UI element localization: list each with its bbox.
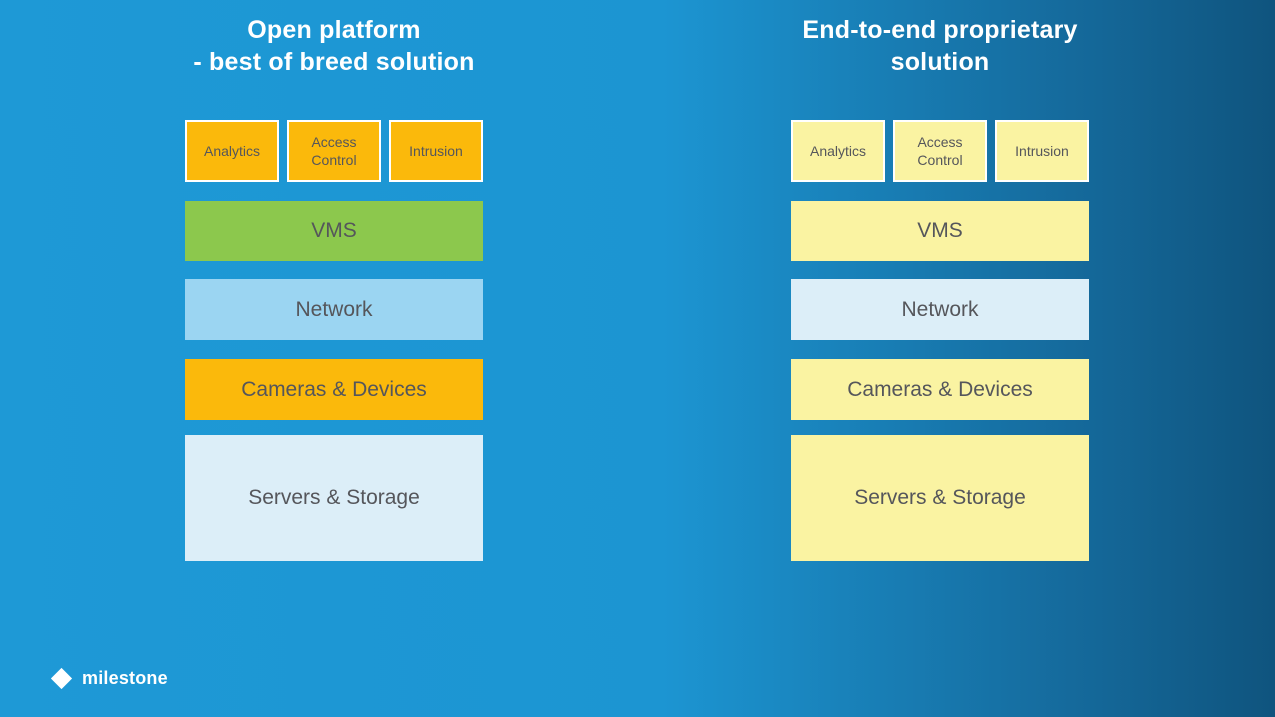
addon-label: Access Control — [311, 133, 357, 168]
milestone-wordmark: milestone — [82, 667, 168, 688]
layer-label: Servers & Storage — [248, 486, 420, 509]
layer-box-network: Network — [185, 279, 483, 340]
addon-label: Access Control — [917, 133, 963, 168]
layer-box-cameras-devices: Cameras & Devices — [185, 359, 483, 420]
layer-label: Cameras & Devices — [847, 377, 1033, 401]
layer-box-servers-storage: Servers & Storage — [185, 435, 483, 561]
addon-box-access-control: Access Control — [287, 120, 381, 182]
layer-box-cameras-devices: Cameras & Devices — [791, 359, 1089, 420]
layer-label: VMS — [917, 219, 963, 242]
addon-row: Analytics Access Control Intrusion — [185, 120, 483, 182]
addon-box-access-control: Access Control — [893, 120, 987, 182]
addon-label: Analytics — [809, 142, 867, 159]
milestone-logo: milestone — [50, 664, 168, 692]
layer-box-vms: VMS — [185, 201, 483, 261]
layer-box-vms: VMS — [791, 201, 1089, 261]
title-line-2: - best of breed solution — [193, 48, 475, 76]
layer-label: Network — [295, 297, 373, 321]
diamond-icon — [50, 667, 73, 689]
addon-label: Analytics — [203, 142, 261, 159]
layer-box-network: Network — [791, 279, 1089, 340]
layer-box-servers-storage: Servers & Storage — [791, 435, 1089, 561]
addon-box-intrusion: Intrusion — [389, 120, 483, 182]
layer-label: Cameras & Devices — [241, 377, 427, 401]
addon-box-intrusion: Intrusion — [995, 120, 1089, 182]
layer-label: Network — [901, 297, 979, 321]
addon-row: Analytics Access Control Intrusion — [791, 120, 1089, 182]
column-title-open-platform: Open platform - best of breed solution — [125, 14, 543, 78]
column-open-platform: Open platform - best of breed solution A… — [185, 0, 483, 717]
column-end-to-end-proprietary: End-to-end proprietary solution Analytic… — [791, 0, 1089, 717]
title-line-2: solution — [890, 48, 990, 76]
addon-box-analytics: Analytics — [185, 120, 279, 182]
layer-label: Servers & Storage — [854, 486, 1026, 509]
column-title-proprietary: End-to-end proprietary solution — [731, 14, 1149, 78]
addon-box-analytics: Analytics — [791, 120, 885, 182]
layer-label: VMS — [311, 219, 357, 242]
addon-label: Intrusion — [409, 142, 463, 159]
title-line-1: End-to-end proprietary — [802, 16, 1078, 44]
addon-label: Intrusion — [1015, 142, 1069, 159]
title-line-1: Open platform — [247, 16, 421, 44]
